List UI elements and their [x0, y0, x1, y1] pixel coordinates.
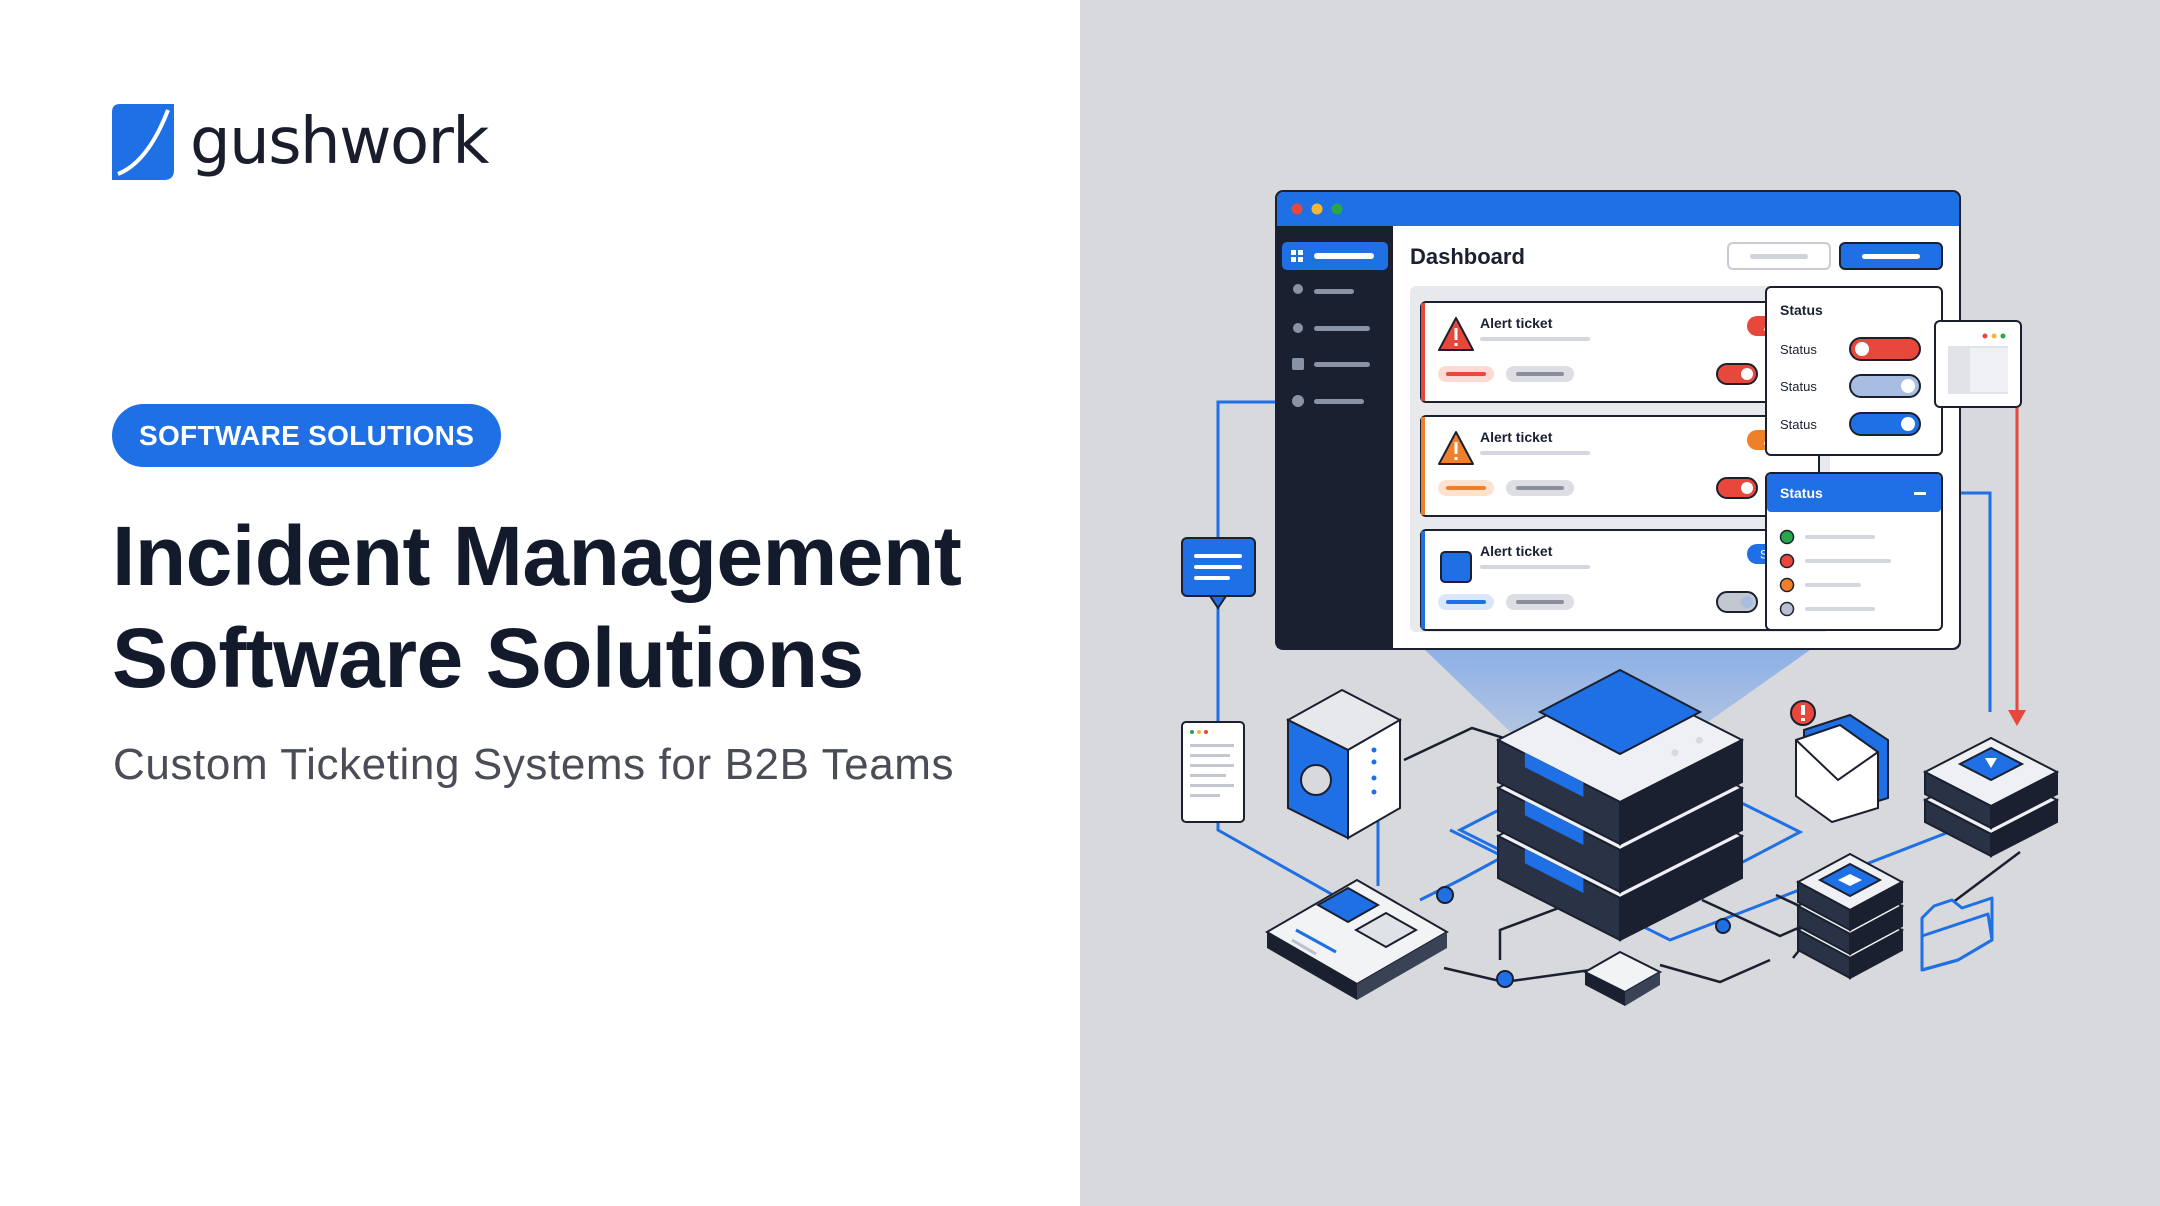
status-row-label: Status	[1780, 342, 1817, 357]
status-row-label: Status	[1780, 417, 1817, 432]
title-line-1: Incident Management	[112, 509, 962, 603]
page-title: Incident Management Software Solutions	[112, 505, 962, 709]
ticket-status-icon	[1440, 551, 1472, 583]
warning-icon	[1438, 431, 1474, 465]
team-icon	[1293, 323, 1303, 333]
ticket-list: Alert ticketAlertAlert ticketAlertAlert …	[1420, 301, 1820, 631]
gear-icon	[1292, 395, 1304, 407]
left-panel: gushwork SOFTWARE SOLUTIONS Incident Man…	[112, 104, 962, 789]
status-list-item	[1779, 601, 1875, 617]
window-minimize-icon	[1311, 203, 1323, 215]
brand-logo: gushwork	[112, 104, 489, 180]
dashboard-title: Dashboard	[1410, 244, 1525, 269]
ticket-title: Alert ticket	[1480, 543, 1553, 559]
dashboard-window: Dashboard Alert ticketAlertAlert ticketA…	[1275, 190, 1961, 650]
calendar-icon	[1292, 358, 1304, 370]
ticket-toggle[interactable]	[1716, 477, 1758, 499]
title-line-2: Software Solutions	[112, 611, 864, 705]
status-list-item	[1779, 553, 1891, 569]
folder-icon	[1920, 896, 1994, 972]
category-tag: SOFTWARE SOLUTIONS	[112, 404, 502, 467]
terminal-device-icon	[1265, 878, 1449, 1000]
status-panel: Status Status Status Status	[1765, 286, 1943, 456]
window-maximize-icon	[1331, 203, 1343, 215]
status-row-label: Status	[1780, 379, 1817, 394]
status-toggle[interactable]	[1849, 412, 1921, 436]
status-list-title: Status	[1780, 485, 1823, 501]
ticket-toggle[interactable]	[1716, 363, 1758, 385]
mail-icon	[1790, 700, 1889, 824]
secure-server-icon	[1922, 736, 2060, 858]
router-icon	[1582, 950, 1663, 1006]
document-icon	[1181, 721, 1245, 823]
user-icon	[1293, 284, 1303, 294]
dashboard-sidebar	[1277, 226, 1393, 648]
ticket-toggle[interactable]	[1716, 591, 1758, 613]
status-list-item	[1779, 577, 1861, 593]
illustration-panel: Dashboard Alert ticketAlertAlert ticketA…	[1080, 0, 2160, 1206]
small-server-icon	[1795, 852, 1905, 980]
status-list-item	[1779, 529, 1875, 545]
status-list-panel: Status	[1765, 472, 1943, 631]
ticket-title: Alert ticket	[1480, 429, 1553, 445]
window-close-icon	[1291, 203, 1303, 215]
warning-icon	[1438, 317, 1474, 351]
illustration: Dashboard Alert ticketAlertAlert ticketA…	[1181, 190, 2060, 1006]
storage-cube-icon	[1285, 688, 1403, 840]
mini-window-card	[1934, 320, 2022, 408]
server-stack-icon	[1436, 668, 1745, 988]
gushwork-logo-icon	[112, 104, 174, 180]
status-dot-list	[1779, 529, 1891, 617]
ticket-title: Alert ticket	[1480, 315, 1553, 331]
collapse-icon[interactable]	[1914, 492, 1926, 495]
page-subtitle: Custom Ticketing Systems for B2B Teams	[113, 740, 955, 789]
status-toggle[interactable]	[1849, 374, 1921, 398]
status-panel-title: Status	[1780, 302, 1823, 318]
brand-name: gushwork	[190, 105, 489, 179]
status-toggle[interactable]	[1849, 337, 1921, 361]
chat-bubble-icon	[1181, 537, 1256, 610]
